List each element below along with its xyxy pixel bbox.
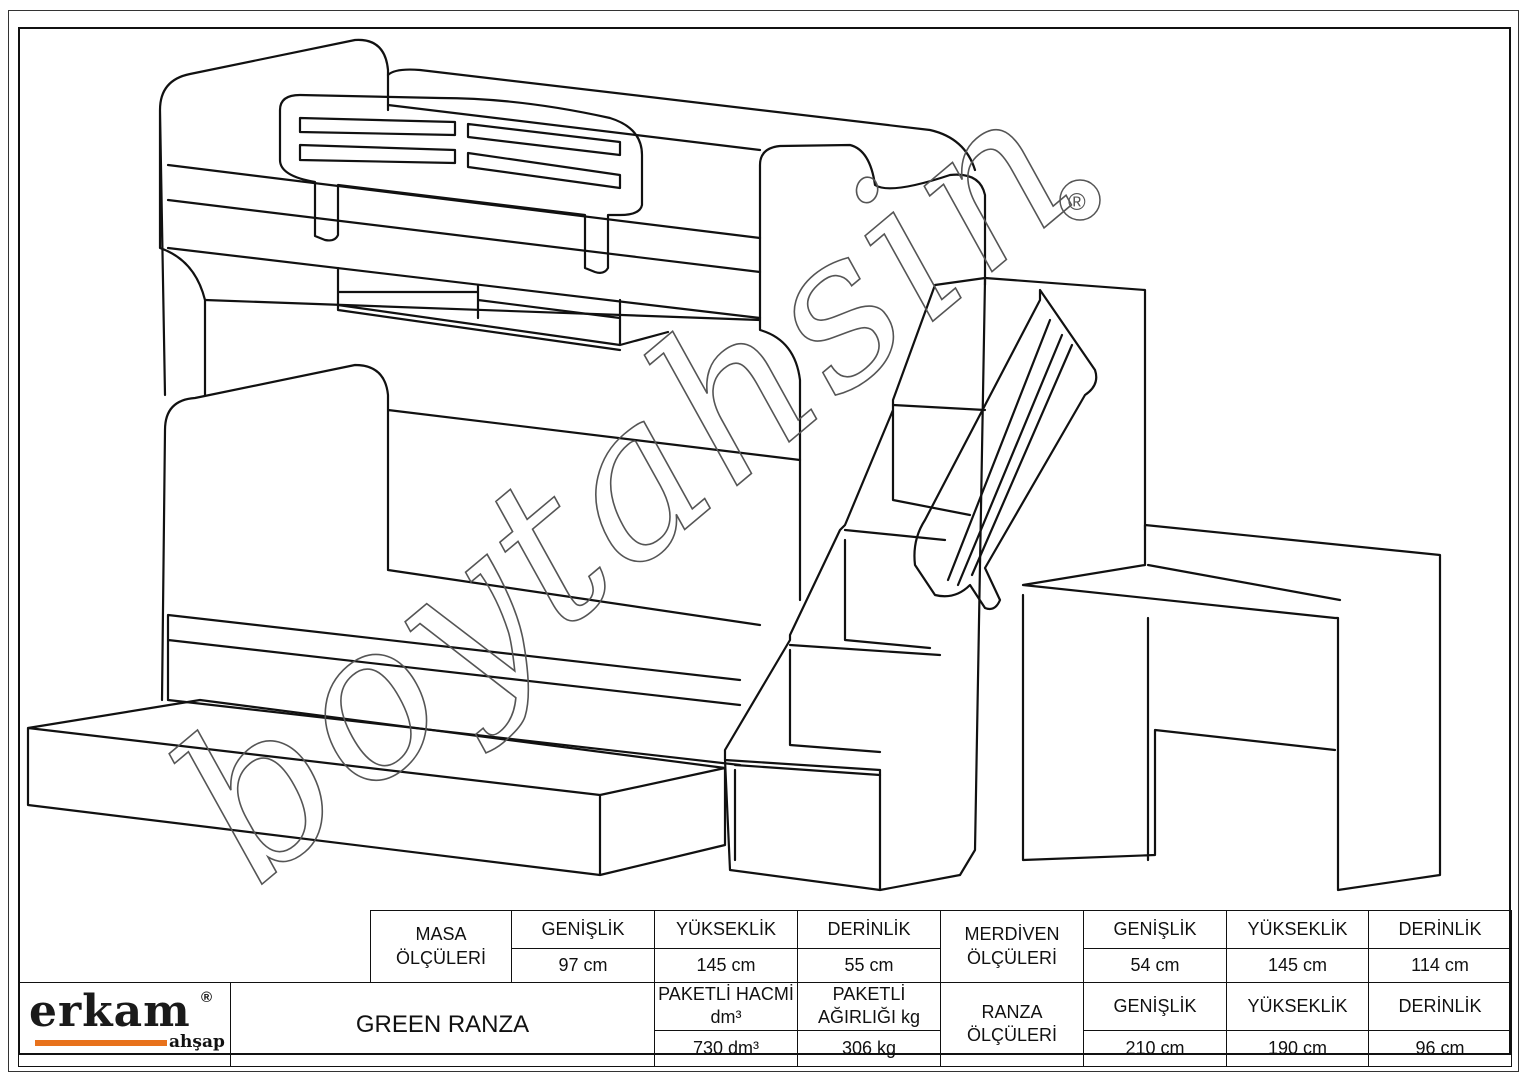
desk-depth-value: 55 cm — [797, 948, 941, 983]
package-volume-label: PAKETLİ HACMİ dm³ — [654, 982, 798, 1031]
watermark-registered-icon — [1059, 179, 1101, 221]
package-weight-label: PAKETLİ AĞIRLIĞI kg — [797, 982, 941, 1031]
watermark-mark: ® — [1068, 189, 1086, 216]
stairs-depth-label: DERİNLİK — [1368, 910, 1512, 949]
upper-left-panel — [158, 38, 390, 397]
bed-height-value: 190 cm — [1226, 1029, 1369, 1067]
stairs-width-value: 54 cm — [1083, 948, 1227, 983]
desk — [1021, 523, 1442, 892]
desk-height-value: 145 cm — [654, 948, 798, 983]
stairs-width-label: GENİŞLİK — [1083, 910, 1227, 949]
product-name: GREEN RANZA — [230, 982, 655, 1067]
upper-back-rail — [386, 68, 977, 172]
ladder — [913, 288, 1098, 611]
lower-bed-rail — [166, 613, 742, 767]
bed-width-label: GENİŞLİK — [1083, 982, 1227, 1031]
bed-height-label: YÜKSEKLİK — [1226, 982, 1369, 1031]
stairs-depth-value: 114 cm — [1368, 948, 1512, 983]
staircase-body — [723, 276, 1147, 892]
lower-left-panel — [160, 363, 802, 702]
desk-height-label: YÜKSEKLİK — [654, 910, 798, 949]
sheet-outer-border — [8, 10, 1519, 1072]
desk-width-label: GENİŞLİK — [511, 910, 655, 949]
watermark-text: boytahsin — [130, 41, 1121, 928]
bed-depth-label: DERİNLİK — [1368, 982, 1512, 1031]
bed-width-value: 210 cm — [1083, 1029, 1227, 1067]
upper-safety-rail — [278, 93, 644, 274]
under-bed-shelf — [336, 266, 670, 352]
brand-name: erkam — [29, 986, 191, 1038]
bed-depth-value: 96 cm — [1368, 1029, 1512, 1067]
bed-spec-table: erkam ® ahşap GREEN RANZA PAKETLİ HACMİ … — [18, 982, 1512, 1067]
package-volume-value: 730 dm³ — [654, 1029, 798, 1067]
package-weight-value: 306 kg — [797, 1029, 941, 1067]
brand-logo: erkam ® ahşap — [18, 982, 231, 1067]
stair-step — [733, 403, 987, 777]
brand-accent-bar — [35, 1040, 167, 1047]
stairs-height-value: 145 cm — [1226, 948, 1369, 983]
upper-side-rail — [166, 163, 762, 322]
desk-depth-label: DERİNLİK — [797, 910, 941, 949]
stairs-height-label: YÜKSEKLİK — [1226, 910, 1369, 949]
upper-right-panel — [758, 143, 987, 602]
brand-subtitle: ahşap — [169, 1032, 225, 1053]
desk-width-value: 97 cm — [511, 948, 655, 983]
brand-registered-mark: ® — [201, 989, 213, 1007]
